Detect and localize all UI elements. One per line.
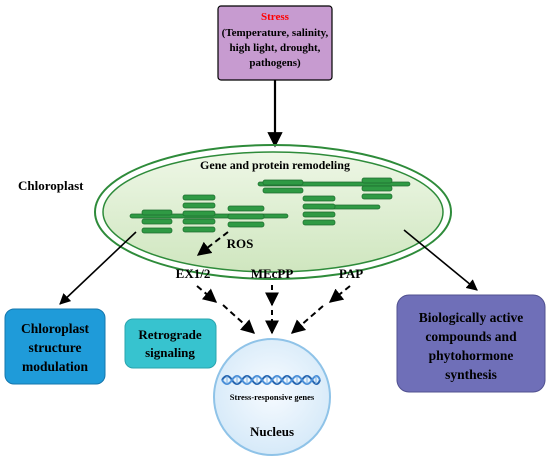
- compounds-line-2: compounds and: [425, 329, 517, 344]
- retrograde-line-2: signaling: [145, 345, 195, 360]
- arrow-to-structure: [59, 231, 137, 305]
- ex-arrow-1: [196, 285, 218, 303]
- compounds-line-1: Biologically active: [419, 310, 524, 325]
- pap-label: PAP: [339, 266, 363, 281]
- pap-arrow-1: [328, 285, 351, 303]
- arrow-to-compounds: [403, 229, 478, 291]
- ex-label: EX1/2: [176, 266, 211, 281]
- mecpp-label: MEcPP: [251, 266, 294, 281]
- retrograde-line-1: Retrograde: [138, 327, 202, 342]
- nucleus-label: Nucleus: [250, 424, 294, 439]
- stress-genes-label: Stress-responsive genes: [230, 392, 315, 402]
- ros-arrow: [196, 231, 229, 256]
- stress-title: Stress: [261, 11, 290, 23]
- thylakoid-grana: [129, 177, 411, 234]
- structure-line-1: Chloroplast: [21, 321, 90, 336]
- nucleus-circle: [213, 338, 331, 456]
- dna-helix-icon: [221, 375, 321, 385]
- ros-label: ROS: [227, 236, 254, 251]
- retrograde-box: [124, 318, 217, 369]
- compounds-line-4: synthesis: [445, 367, 497, 382]
- compounds-line-3: phytohormone: [429, 348, 514, 363]
- pap-arrow-2: [290, 305, 324, 334]
- stress-line-1: (Temperature, salinity,: [222, 27, 329, 39]
- ex-arrow-2: [222, 304, 256, 334]
- stress-line-2: high light, drought,: [230, 42, 321, 54]
- structure-line-2: structure: [29, 340, 82, 355]
- chloroplast-outer-membrane: [94, 144, 452, 280]
- structure-line-3: modulation: [22, 359, 89, 374]
- compounds-box: [396, 294, 546, 393]
- stress-line-3: pathogens): [249, 57, 301, 69]
- chloroplast-inner-title: Gene and protein remodeling: [200, 158, 350, 172]
- chloroplast-label: Chloroplast: [18, 178, 84, 193]
- structure-box: [4, 308, 106, 385]
